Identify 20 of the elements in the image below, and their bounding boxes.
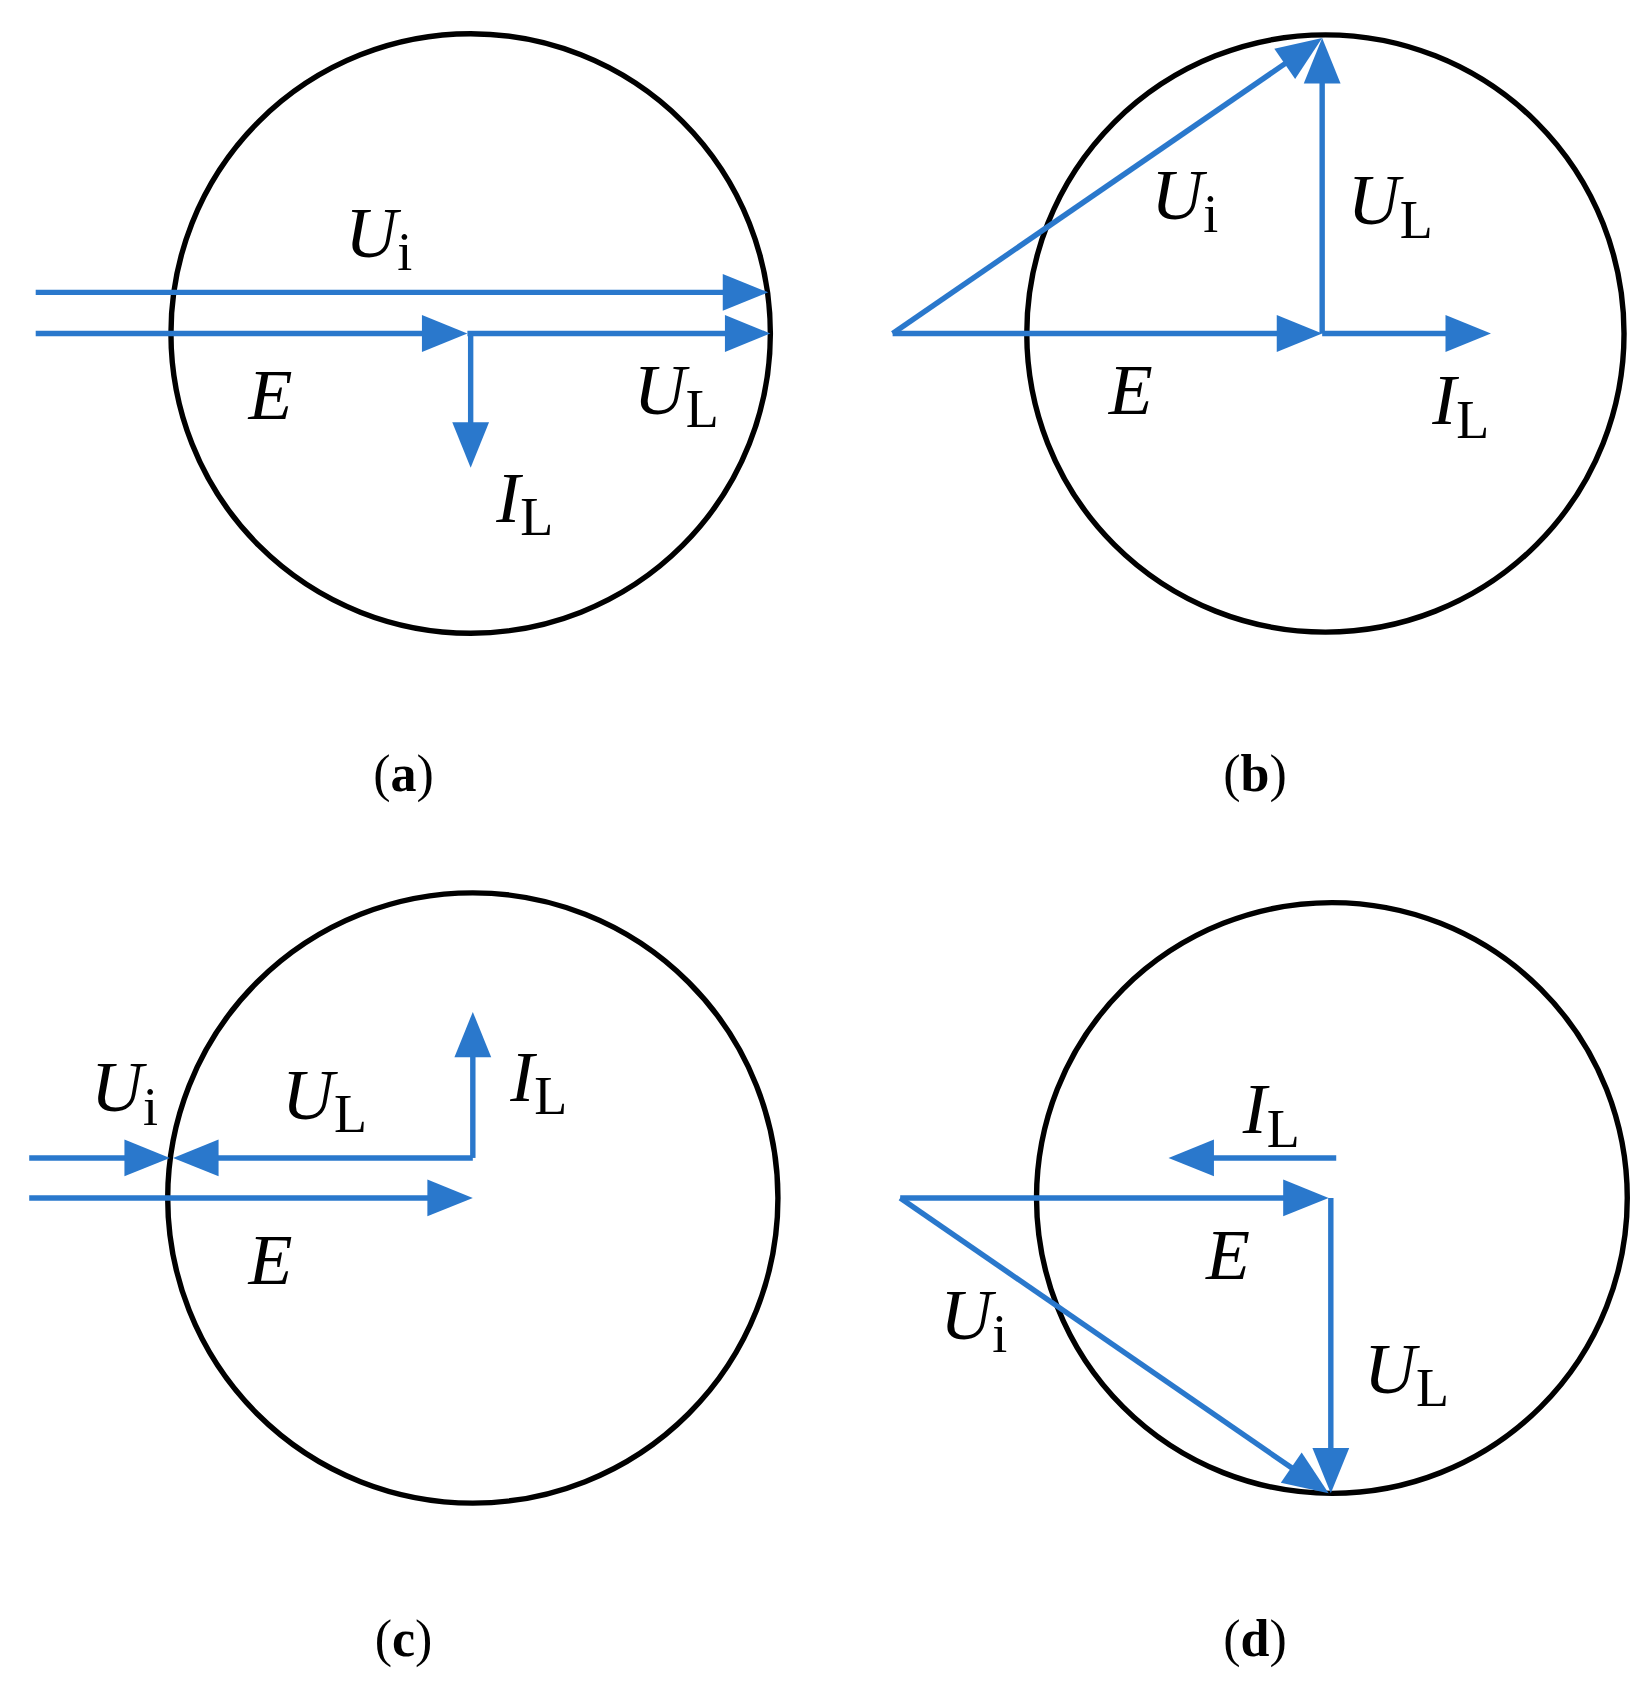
- vector-label: I$_{L}$: [510, 1040, 568, 1113]
- vector-label: E: [1108, 353, 1153, 426]
- vector-label: U$_{L}$: [282, 1058, 368, 1131]
- vector-label: U$_{i}$: [940, 1278, 1008, 1351]
- vector-label: U$_{i}$: [90, 1051, 158, 1124]
- vector-label: E: [1206, 1219, 1250, 1292]
- vector-label: U$_{L}$: [1364, 1332, 1450, 1405]
- vector-label: I$_{L}$: [496, 461, 554, 534]
- vector-label: E: [248, 1224, 293, 1297]
- vector-label: U$_{L}$: [1347, 164, 1433, 237]
- vector-label: U$_{L}$: [633, 353, 719, 426]
- panel-caption: (d): [1223, 1613, 1287, 1666]
- vector-label: U$_{i}$: [345, 196, 413, 269]
- panel-caption: (c): [374, 1613, 433, 1666]
- panel-caption: (a): [373, 747, 434, 800]
- vector-label: E: [248, 358, 293, 431]
- panel-caption: (b): [1223, 747, 1287, 800]
- vector-label: I$_{L}$: [1242, 1073, 1300, 1145]
- vector-label: U$_{i}$: [1151, 158, 1219, 231]
- vector-label: I$_{L}$: [1432, 364, 1490, 437]
